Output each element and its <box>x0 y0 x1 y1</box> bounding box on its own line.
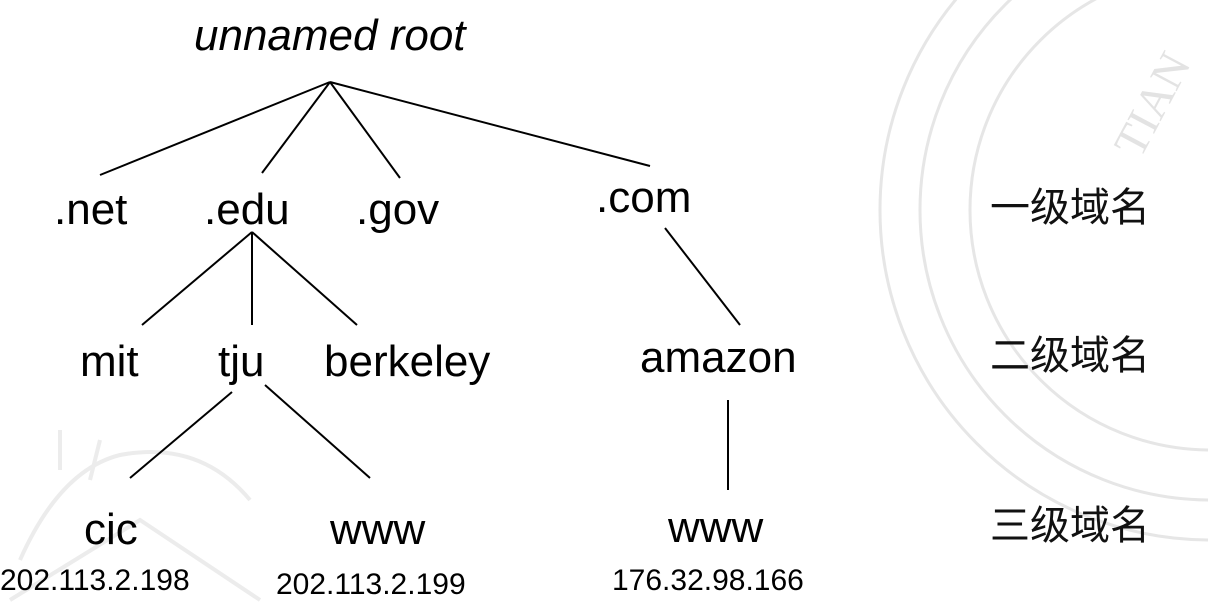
level-second-label: 二级域名 <box>990 334 1150 378</box>
edge-tju-www <box>264 384 371 479</box>
tld-com-label: .com <box>596 173 692 222</box>
sld-tju-label: tju <box>218 337 265 386</box>
ip-cic-label: 202.113.2.198 <box>0 564 190 597</box>
third-amazon-www-label: www <box>668 503 764 552</box>
edge-root-gov <box>329 81 401 179</box>
third-tju-www-label: www <box>330 505 426 554</box>
edge-edu-berkeley <box>251 231 358 326</box>
tld-gov-label: .gov <box>356 185 440 234</box>
ip-tju-www-label: 202.113.2.199 <box>276 568 466 601</box>
ip-amazon-www-label: 176.32.98.166 <box>612 564 804 597</box>
level-first-label: 一级域名 <box>990 186 1150 230</box>
sld-amazon-label: amazon <box>640 333 797 382</box>
root-node-label: unnamed root <box>194 11 466 60</box>
sld-mit-label: mit <box>80 337 139 386</box>
edge-root-net <box>99 81 331 176</box>
third-cic-label: cic <box>84 505 138 554</box>
edge-root-edu <box>261 81 331 174</box>
edge-com-amazon <box>664 227 741 326</box>
level-third-label: 三级域名 <box>990 504 1150 548</box>
edge-root-com <box>329 81 651 167</box>
edge-tju-cic <box>129 391 233 479</box>
sld-berkeley-label: berkeley <box>324 337 491 386</box>
edge-edu-mit <box>141 231 253 326</box>
tld-net-label: .net <box>54 185 128 234</box>
tld-edu-label: .edu <box>204 185 290 234</box>
